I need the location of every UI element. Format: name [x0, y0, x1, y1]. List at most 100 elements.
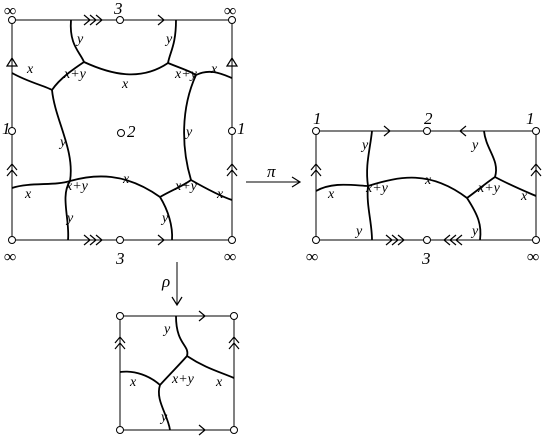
left-curve-lower-x — [69, 175, 161, 198]
right-label-y-top-left: y — [360, 138, 369, 153]
bottom-vertex-bottom-right — [230, 426, 238, 434]
right-side-double-arrow — [226, 163, 238, 177]
left-label-x-lower-mid: x — [122, 172, 130, 187]
left-curve-top-right-y — [167, 19, 177, 64]
left-curve-right-y — [183, 74, 197, 181]
right-vertex-bottom-right — [532, 236, 540, 244]
left-curve-bottom-left-y — [64, 180, 71, 241]
right-vertex-top-right — [532, 127, 540, 135]
left-curve-bottom-right-y — [159, 196, 173, 241]
bottom-bottom-arrow — [198, 424, 206, 436]
right-top-arrow-left — [459, 125, 467, 137]
pi-label: π — [267, 162, 276, 181]
left-vertex-mid-right — [228, 127, 236, 135]
right-vertex-bottom-left — [312, 236, 320, 244]
left-label-3-bottom: 3 — [115, 249, 125, 268]
right-curve-right-x — [466, 175, 537, 199]
left-label-2-center: 2 — [127, 122, 136, 141]
right-curve-mid-x — [367, 176, 468, 199]
left-vertex-top-left — [8, 16, 16, 24]
bottom-curve-top-y — [175, 315, 189, 357]
left-label-y-bottom-right: y — [160, 211, 169, 226]
left-vertex-mid-left — [8, 127, 16, 135]
left-label-infinity-top-left: ∞ — [4, 1, 16, 20]
right-vertex-bottom-mid — [423, 236, 431, 244]
right-label-x-right: x — [520, 189, 528, 204]
left-label-y-bottom-left: y — [65, 211, 74, 226]
left-label-3-top: 3 — [113, 0, 123, 18]
left-label-xy-upper-right: x+y — [174, 67, 198, 82]
right-left-side-double-arrow — [310, 163, 322, 177]
left-top-single-arrow — [157, 14, 165, 26]
right-label-1-left: 1 — [313, 109, 322, 128]
left-curve-top-left-y — [69, 19, 85, 63]
left-vertex-bottom-left — [8, 236, 16, 244]
right-label-xy-left: x+y — [365, 181, 389, 196]
left-label-1-right: 1 — [237, 119, 246, 138]
left-label-x-lower-right: x — [216, 187, 224, 202]
left-label-x-lower-left: x — [24, 187, 32, 202]
left-curve-lower-right-x — [159, 178, 233, 201]
right-label-x-mid: x — [424, 173, 432, 188]
bottom-top-arrow — [198, 310, 206, 322]
left-vertex-center — [117, 129, 125, 137]
right-top-arrow-right — [383, 125, 391, 137]
small-square-figure: y x x+y x y — [114, 310, 240, 436]
bottom-square-border — [119, 315, 235, 431]
pi-map-arrow: π — [246, 162, 302, 188]
bottom-label-x-left: x — [129, 375, 137, 390]
bottom-vertex-bottom-left — [116, 426, 124, 434]
bottom-label-y-bottom: y — [159, 410, 168, 425]
left-label-y-mid-right: y — [184, 125, 193, 140]
left-side-double-arrow — [6, 163, 18, 177]
right-vertex-top-left — [312, 127, 320, 135]
left-top-triple-arrow — [83, 14, 103, 26]
bottom-curve-middle — [159, 355, 188, 386]
right-label-1-right: 1 — [526, 109, 535, 128]
left-label-infinity-top-right: ∞ — [224, 1, 236, 20]
left-label-x-upper-left: x — [26, 62, 34, 77]
left-label-y-top-right: y — [164, 32, 173, 47]
right-bottom-triple-arrow-left — [443, 234, 463, 246]
right-label-infinity-bottom-right: ∞ — [527, 247, 539, 266]
bottom-right-side-double-arrow — [228, 336, 240, 350]
left-label-xy-lower-left: x+y — [65, 179, 89, 194]
bottom-vertex-top-right — [230, 312, 238, 320]
right-curve-top-right-y — [483, 130, 497, 178]
right-label-y-bottom-left: y — [354, 224, 363, 239]
left-vertex-top-mid — [116, 16, 124, 24]
bottom-vertex-top-left — [116, 312, 124, 320]
left-label-xy-lower-right: x+y — [174, 179, 198, 194]
left-curve-upper-x — [83, 61, 169, 76]
rho-map-arrow: ρ — [161, 262, 183, 307]
left-label-x-upper-right: x — [210, 62, 218, 77]
rho-label: ρ — [161, 272, 170, 291]
right-label-infinity-bottom-left: ∞ — [306, 247, 318, 266]
bottom-curve-right-x — [186, 355, 235, 379]
left-bottom-triple-arrow — [83, 234, 103, 246]
left-bottom-single-arrow — [157, 234, 165, 246]
left-label-infinity-bottom-left: ∞ — [4, 247, 16, 266]
left-side-triangle-arrow — [5, 56, 19, 67]
right-curve-top-left-y — [366, 130, 373, 187]
left-curve-left-y — [51, 89, 72, 182]
bottom-label-xy: x+y — [171, 372, 195, 387]
right-label-xy-right: x+y — [477, 181, 501, 196]
right-label-y-bottom-right: y — [470, 224, 479, 239]
left-label-y-mid-left: y — [58, 135, 67, 150]
right-label-3-bottom: 3 — [421, 249, 431, 268]
right-right-side-double-arrow — [530, 163, 542, 177]
bottom-curve-bottom-y — [158, 384, 171, 431]
left-vertex-bottom-mid — [116, 236, 124, 244]
left-label-x-upper-mid: x — [121, 77, 129, 92]
bottom-left-side-double-arrow — [114, 336, 126, 350]
right-curve-left-x — [315, 183, 369, 192]
right-side-triangle-arrow — [225, 56, 239, 67]
right-vertex-top-mid — [423, 127, 431, 135]
left-label-infinity-bottom-right: ∞ — [224, 247, 236, 266]
bottom-label-x-right: x — [215, 375, 223, 390]
right-label-y-top-right: y — [470, 138, 479, 153]
bottom-label-y-top: y — [162, 322, 171, 337]
right-bottom-triple-arrow-right — [385, 234, 405, 246]
